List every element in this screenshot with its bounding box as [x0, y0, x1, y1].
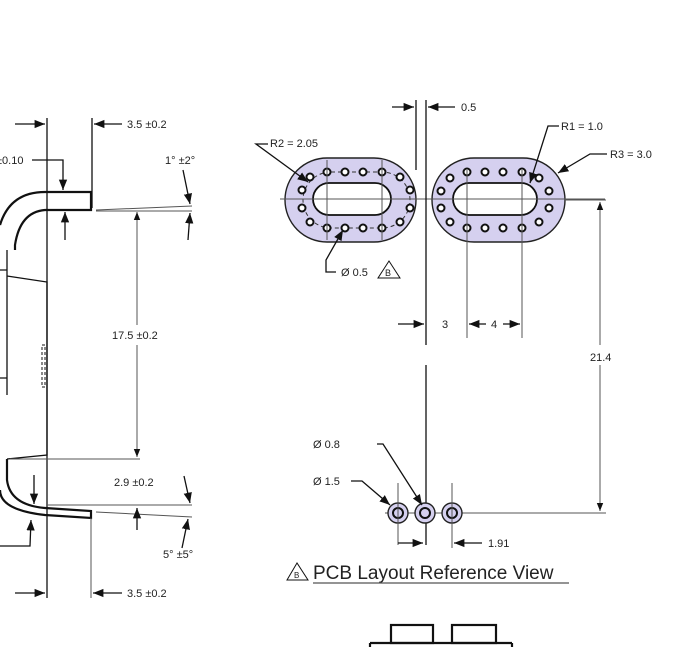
note-b-title-marker: B	[286, 562, 309, 581]
via-hole	[480, 167, 490, 177]
via-hole	[498, 167, 508, 177]
r3-label: R3 = 3.0	[610, 149, 652, 161]
r2-label: R2 = 2.05	[270, 138, 318, 150]
pin-hole-diameter-label: Ø 0.8	[313, 439, 340, 451]
pin-pads	[387, 502, 463, 524]
body-outline	[0, 250, 48, 460]
slot-length-label: 4	[491, 319, 497, 331]
via-hole	[405, 203, 415, 213]
bottom-lead	[0, 459, 93, 520]
via-hole	[544, 186, 554, 196]
via-hole	[340, 223, 350, 233]
via-hole	[305, 217, 315, 227]
via-hole	[405, 185, 415, 195]
lead-span-label: 17.5 ±0.2	[112, 330, 158, 342]
svg-text:B: B	[385, 268, 391, 278]
body-mark	[41, 344, 46, 388]
via-hole	[358, 167, 368, 177]
top-angle-label: 1° ±2°	[165, 155, 195, 167]
via-hole	[445, 173, 455, 183]
via-hole	[534, 217, 544, 227]
top-lead-length-label: 3.5 ±0.2	[127, 119, 167, 131]
top-lead	[0, 190, 93, 250]
side-view: 3.5 ±0.2 ±0.10 1° ±2° 17.5 ±0.2 2.9 ±0.2…	[0, 118, 195, 600]
pcb-view-title: PCB Layout Reference View	[313, 563, 554, 584]
via-hole	[297, 185, 307, 195]
via-hole	[534, 173, 544, 183]
via-hole	[544, 203, 554, 213]
pad-gap-label: 0.5	[461, 102, 476, 114]
via-diameter-label: Ø 0.5	[341, 267, 368, 279]
r1-label: R1 = 1.0	[561, 121, 603, 133]
bottom-offset-label: 2.9 ±0.2	[114, 477, 154, 489]
via-hole	[436, 203, 446, 213]
via-array	[297, 167, 554, 233]
via-hole	[498, 223, 508, 233]
via-hole	[297, 203, 307, 213]
bottom-lead-length-label: 3.5 ±0.2	[127, 588, 167, 600]
via-hole	[305, 172, 315, 182]
via-hole	[358, 223, 368, 233]
note-b-marker: B	[377, 260, 401, 279]
connector-top-view	[368, 623, 514, 647]
via-hole	[480, 223, 490, 233]
pcb-layout-view: 0.5 R2 = 2.05 R1 = 1.0 R3 = 3.0 Ø 0.5 B …	[254, 100, 652, 647]
pad-to-pin-label: 21.4	[590, 352, 611, 364]
pin-pitch-label: 1.91	[488, 538, 509, 550]
bottom-angle-label: 5° ±5°	[163, 549, 193, 561]
via-hole	[436, 186, 446, 196]
via-hole	[395, 172, 405, 182]
svg-text:B: B	[294, 571, 299, 580]
pin-pad-diameter-label: Ø 1.5	[313, 476, 340, 488]
via-hole	[340, 167, 350, 177]
lead-thickness-label: ±0.10	[0, 155, 23, 167]
via-hole	[445, 217, 455, 227]
slot-offset-label: 3	[442, 319, 448, 331]
via-hole	[395, 217, 405, 227]
